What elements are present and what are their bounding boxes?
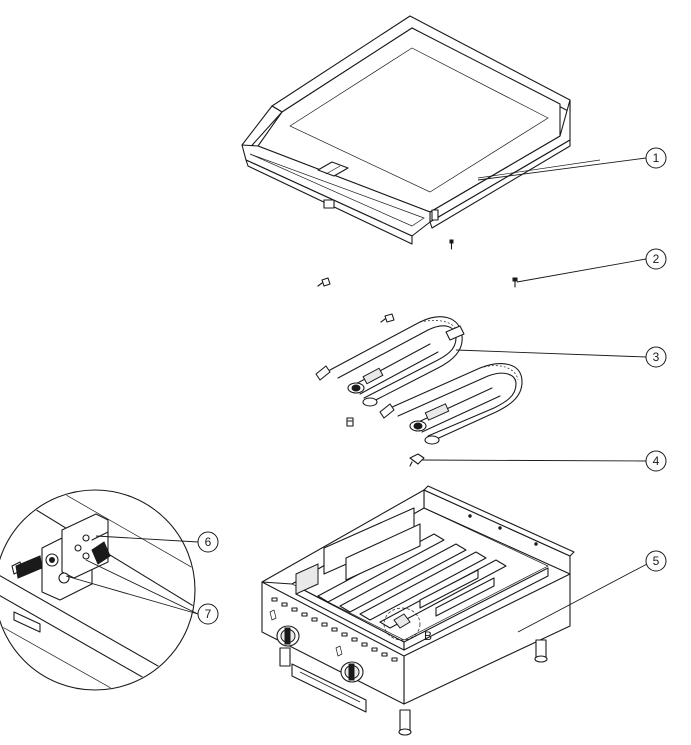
cabinet-legs xyxy=(279,639,548,736)
callout-7: 7 xyxy=(197,603,219,625)
screw-left xyxy=(317,277,331,287)
callout-4-label: 4 xyxy=(653,454,660,468)
callout-2-label: 2 xyxy=(653,252,660,266)
griddle-plate xyxy=(241,15,601,245)
callout-4: 4 xyxy=(645,450,667,472)
screw-low xyxy=(346,417,354,427)
callout-6-label: 6 xyxy=(205,535,212,549)
callout-7-label: 7 xyxy=(205,607,212,621)
screw-top xyxy=(449,239,454,250)
callout-5: 5 xyxy=(645,550,667,572)
control-knob-left xyxy=(276,625,300,647)
detail-view-circle xyxy=(0,489,196,691)
callout-2: 2 xyxy=(645,248,667,270)
valve-fitting xyxy=(409,453,425,467)
screw-mid xyxy=(380,313,395,323)
callout-3-label: 3 xyxy=(653,350,660,364)
callout-1-label: 1 xyxy=(653,151,660,165)
callout-leaders xyxy=(65,157,648,633)
burner-right xyxy=(379,363,523,445)
callout-1: 1 xyxy=(645,147,667,169)
burner-left xyxy=(315,316,465,407)
callout-5-label: 5 xyxy=(653,554,660,568)
screw-right xyxy=(512,277,518,288)
detail-b-label: B xyxy=(424,629,432,643)
callout-6: 6 xyxy=(197,531,219,553)
screw-set xyxy=(317,239,518,427)
control-knob-right xyxy=(340,661,364,683)
callout-3: 3 xyxy=(645,346,667,368)
base-cabinet xyxy=(261,485,575,736)
mounting-bracket xyxy=(41,513,111,601)
front-vents xyxy=(271,597,398,662)
